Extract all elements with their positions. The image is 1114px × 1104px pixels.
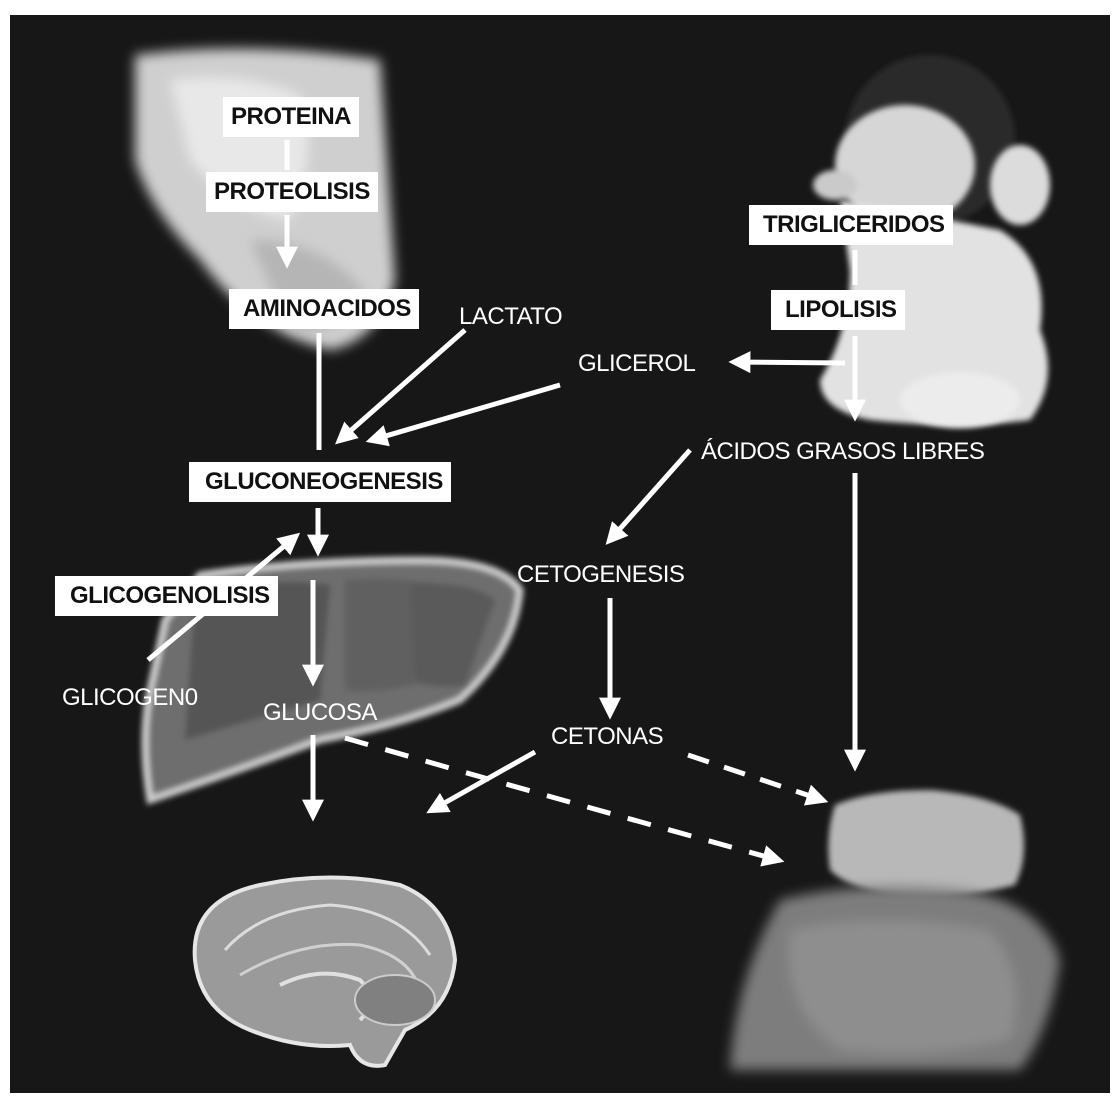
label-lactato: LACTATO	[459, 305, 562, 329]
arrow-glucosa-to-muscle-dashed	[345, 738, 778, 860]
label-cetogenesis: CETOGENESIS	[517, 563, 684, 587]
label-glicerol: GLICEROL	[578, 352, 695, 376]
label-glucosa: GLUCOSA	[263, 701, 377, 725]
label-proteolisis: PROTEOLISIS	[206, 172, 378, 212]
label-cetonas: CETONAS	[551, 725, 663, 749]
label-proteina: PROTEINA	[223, 97, 359, 137]
arrow-acidos-grasos-to-cetogenesis	[610, 450, 690, 540]
arrow-cetonas-to-muscle-dashed	[688, 755, 822, 800]
arrow-glicerol-to-gluconeogenesis	[372, 385, 560, 440]
label-glicogeno: GLICOGEN0	[62, 686, 198, 710]
label-lipolisis: LIPOLISIS	[771, 290, 905, 330]
label-gluconeogenesis: GLUCONEOGENESIS	[189, 462, 451, 502]
arrow-cetonas-to-brain	[432, 752, 535, 810]
label-aminoacidos: AMINOACIDOS	[229, 289, 419, 329]
brain-photo	[195, 878, 455, 1066]
arrow-lactato-to-gluconeogenesis	[340, 330, 465, 440]
label-acidos-grasos-libres: ÁCIDOS GRASOS LIBRES	[701, 440, 984, 464]
label-trigliceridos: TRIGLICERIDOS	[749, 205, 953, 245]
arrow-lipolisis-to-glicerol	[735, 362, 845, 363]
fist-photo	[730, 790, 1060, 1070]
label-glicogenolisis: GLICOGENOLISIS	[55, 576, 278, 616]
